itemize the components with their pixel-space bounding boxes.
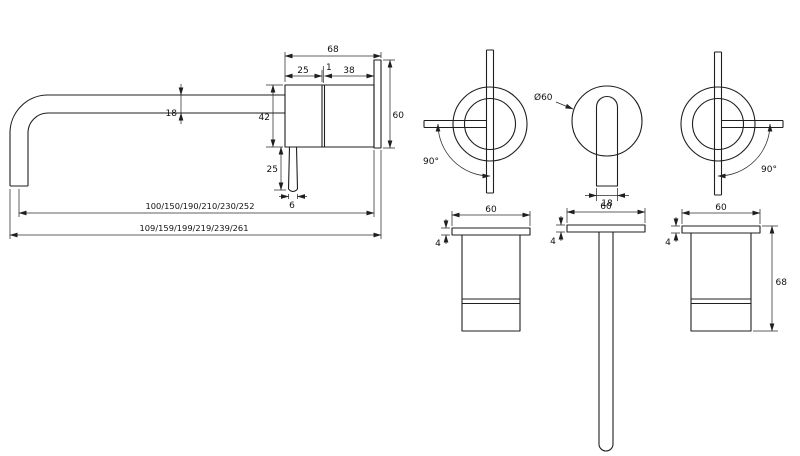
dim-label-handle-width: 6 <box>289 201 295 211</box>
handle-vertical-bar <box>485 49 495 194</box>
plate-profile <box>681 225 761 234</box>
body-joint-lines <box>321 85 326 147</box>
left-valve-profile-view: 60 4 <box>435 205 531 332</box>
spout-outline <box>9 94 285 187</box>
dim-middle-width: 60 <box>566 202 646 223</box>
plate-inner-circle <box>691 97 745 151</box>
valve-body <box>461 234 521 332</box>
left-handle-front-view: 90° <box>423 49 528 194</box>
extension-lines <box>383 59 395 149</box>
dim-label-overall-reach: 109/159/199/219/239/261 <box>140 223 249 233</box>
right-handle-front-view: 90° <box>680 51 784 196</box>
dim-gap: 1 <box>322 63 332 83</box>
right-valve-profile-view: 60 4 68 <box>665 203 788 332</box>
dim-plate-height: 60 <box>383 59 405 149</box>
handle-horizontal-bar <box>423 119 487 129</box>
body-joint-lines <box>691 298 751 305</box>
dim-body-height: 42 <box>259 84 283 148</box>
wall-plate-outline <box>373 59 382 149</box>
dim-label-body-height: 42 <box>259 113 270 123</box>
dim-label-plate-diameter: Ø60 <box>534 92 553 103</box>
dim-right-width: 60 <box>681 203 761 224</box>
dim-label-body-rear: 38 <box>343 66 355 76</box>
spout-tube <box>598 232 614 452</box>
dim-middle-thickness: 4 <box>550 216 565 247</box>
plate-inner-circle <box>463 97 517 151</box>
spout-profile-view: 60 4 <box>550 202 646 452</box>
dim-label-body-front: 25 <box>297 66 308 76</box>
dim-label-valve-height: 68 <box>776 278 788 288</box>
mixer-side-view: 68 25 1 38 18 42 <box>9 45 405 239</box>
extension-lines <box>671 225 680 234</box>
dim-spout-reach: 100/150/190/210/230/252 <box>18 150 375 217</box>
dim-label-spout-tube: 18 <box>166 109 178 119</box>
dim-left-thickness: 4 <box>435 219 450 249</box>
dim-valve-height: 68 <box>753 225 788 332</box>
dim-right-thickness: 4 <box>665 217 680 248</box>
extension-lines <box>753 225 778 332</box>
mixer-body-outline <box>284 84 375 148</box>
extension-lines <box>288 194 298 199</box>
dim-label-middle-thickness: 4 <box>550 237 556 247</box>
dim-label-gap: 1 <box>326 63 332 73</box>
extension-lines <box>441 227 450 236</box>
body-joint-lines <box>462 298 520 305</box>
handle-horizontal-bar <box>721 119 784 129</box>
dim-label-left-width: 60 <box>485 205 497 215</box>
dim-label-left-handle-angle: 90° <box>423 157 439 167</box>
valve-body <box>690 232 752 332</box>
dim-spout-tube: 18 <box>166 84 184 124</box>
extension-lines <box>9 150 382 239</box>
plate-circle <box>571 85 643 157</box>
spout-front-outline <box>595 96 619 187</box>
dim-label-spout-width: 18 <box>601 199 613 209</box>
dim-handle-drop: 25 <box>267 146 286 191</box>
dim-label-right-width: 60 <box>715 203 727 213</box>
plate-profile <box>451 227 531 236</box>
dim-label-middle-width: 60 <box>600 202 612 212</box>
diameter-leader-line <box>555 101 574 110</box>
dim-label-right-thickness: 4 <box>665 238 671 248</box>
dim-spout-width: 18 <box>585 188 629 209</box>
handle-lever-outline <box>287 146 299 193</box>
dim-label-handle-drop: 25 <box>267 165 278 175</box>
dim-body-front: 25 <box>284 66 323 82</box>
handle-vertical-bar <box>713 51 723 196</box>
dim-label-spout-reach: 100/150/190/210/230/252 <box>146 201 255 211</box>
spout-front-view: Ø60 18 <box>534 85 643 209</box>
plate-profile <box>566 224 646 233</box>
rotation-arc <box>435 123 491 179</box>
dim-handle-width: 6 <box>279 194 307 211</box>
dim-left-width: 60 <box>451 205 531 226</box>
dim-total-depth: 68 <box>284 45 382 82</box>
dim-body-rear: 38 <box>324 66 375 79</box>
dim-label-right-handle-angle: 90° <box>761 165 777 175</box>
dim-overall-reach: 109/159/199/219/239/261 <box>9 150 382 239</box>
dim-label-plate-height: 60 <box>393 111 405 121</box>
extension-lines <box>556 224 565 233</box>
dim-label-total-depth: 68 <box>327 45 339 55</box>
dim-label-left-thickness: 4 <box>435 239 441 249</box>
rotation-arc <box>717 123 773 179</box>
